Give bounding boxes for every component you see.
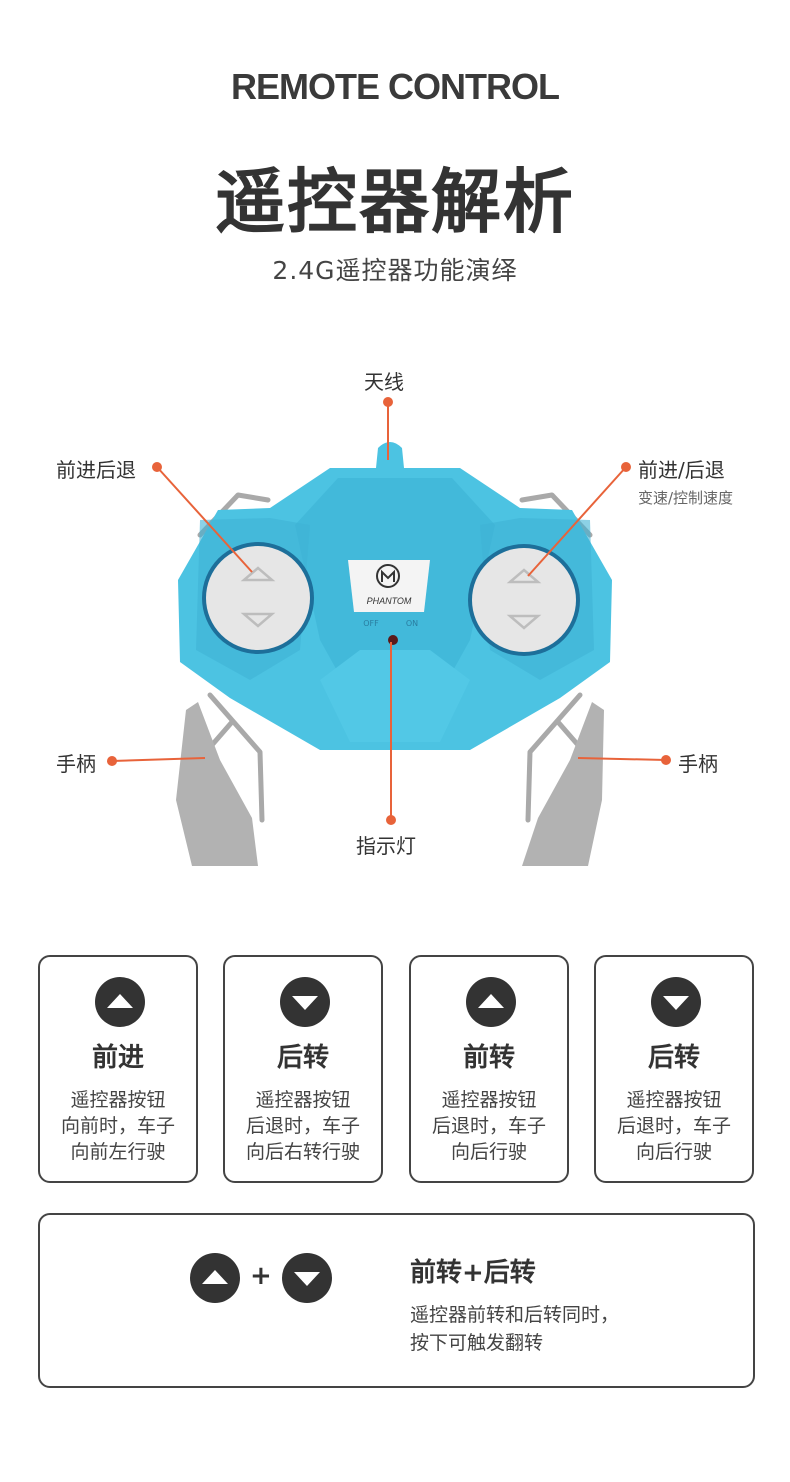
indicator-label: 指示灯	[356, 834, 416, 858]
down-arrow-icon	[651, 977, 701, 1027]
function-card-front-turn: 前转 遥控器按钮后退时，车子向后行驶	[409, 955, 569, 1183]
function-card-forward: 前进 遥控器按钮向前时，车子向前左行驶	[38, 955, 198, 1183]
up-arrow-icon	[466, 977, 516, 1027]
section-eyebrow: REMOTE CONTROL	[231, 66, 560, 107]
combo-title: 前转+后转	[410, 1258, 536, 1288]
card-description: 遥控器按钮向前时，车子向前左行驶	[60, 1089, 175, 1163]
switch-off-label: OFF	[363, 619, 379, 628]
card-description: 遥控器按钮后退时，车子向后行驶	[431, 1089, 546, 1163]
function-card-back-turn: 后转 遥控器按钮后退时，车子向后行驶	[594, 955, 754, 1183]
card-title: 后转	[276, 1043, 329, 1073]
card-description: 遥控器按钮后退时，车子向后行驶	[616, 1089, 731, 1163]
right-handle-label: 手柄	[678, 752, 718, 776]
page-title: 遥控器解析	[215, 161, 575, 243]
card-description: 遥控器按钮后退时，车子向后右转行驶	[245, 1089, 360, 1163]
combo-description: 遥控器前转和后转同时，按下可触发翻转	[410, 1304, 620, 1354]
function-card-back-right: 后转 遥控器按钮后退时，车子向后右转行驶	[223, 955, 383, 1183]
brand-label: PHANTOM	[367, 596, 412, 606]
down-arrow-icon	[280, 977, 330, 1027]
switch-on-label: ON	[406, 619, 418, 628]
card-title: 前转	[462, 1043, 515, 1073]
remote-illustration: PHANTOM OFF ON	[107, 397, 671, 866]
right-stick-label: 前进/后退	[638, 458, 725, 482]
down-arrow-icon	[282, 1253, 332, 1303]
right-stick-sublabel: 变速/控制速度	[638, 489, 734, 507]
card-title: 前进	[91, 1043, 144, 1073]
antenna-label: 天线	[364, 370, 404, 394]
plus-sign: +	[250, 1261, 272, 1291]
card-title: 后转	[647, 1043, 700, 1073]
remote-diagram: PHANTOM OFF ON 天线 前进后退 前进/后退 变速/控制速度 手柄 …	[0, 350, 790, 890]
up-arrow-icon	[95, 977, 145, 1027]
left-handle-label: 手柄	[56, 752, 96, 776]
left-stick-label: 前进后退	[56, 458, 136, 482]
page-subtitle: 2.4G遥控器功能演绎	[272, 256, 518, 285]
combo-card: + 前转+后转 遥控器前转和后转同时，按下可触发翻转	[38, 1213, 755, 1388]
up-arrow-icon	[190, 1253, 240, 1303]
